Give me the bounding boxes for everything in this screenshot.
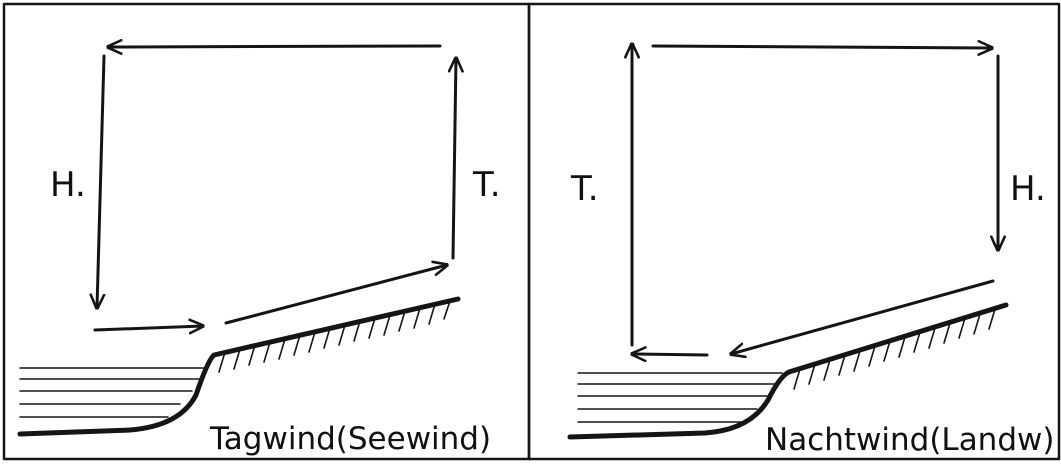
right-panel-frame	[527, 2, 1061, 461]
low-pressure-label: T.	[570, 169, 599, 209]
right-panel: T. H. Nachtwind(Landw)	[567, 44, 1054, 458]
panel-caption: Nachtwind(Landw)	[765, 422, 1054, 458]
panel-caption: Tagwind(Seewind)	[209, 421, 491, 457]
upper-return-arrow	[108, 46, 442, 47]
rising-air-arrow	[453, 58, 456, 260]
low-pressure-label: T.	[472, 165, 501, 205]
upper-return-arrow	[651, 46, 992, 48]
descending-air-arrow	[97, 54, 106, 308]
seaward-flow-arrow	[632, 354, 709, 355]
left-panel: H. T. Tagwind(Seewind)	[17, 46, 501, 457]
land-hatching	[793, 308, 996, 390]
landward-flow-arrow	[224, 265, 447, 325]
sea-breeze-arrow	[93, 326, 203, 330]
coastline	[17, 296, 461, 437]
coastline	[567, 302, 1009, 440]
land-breeze-arrow	[731, 279, 995, 354]
land-hatching	[218, 300, 451, 373]
water-surface	[577, 372, 783, 423]
water-surface	[19, 367, 208, 418]
high-pressure-label: H.	[1010, 169, 1046, 209]
high-pressure-label: H.	[50, 165, 86, 205]
